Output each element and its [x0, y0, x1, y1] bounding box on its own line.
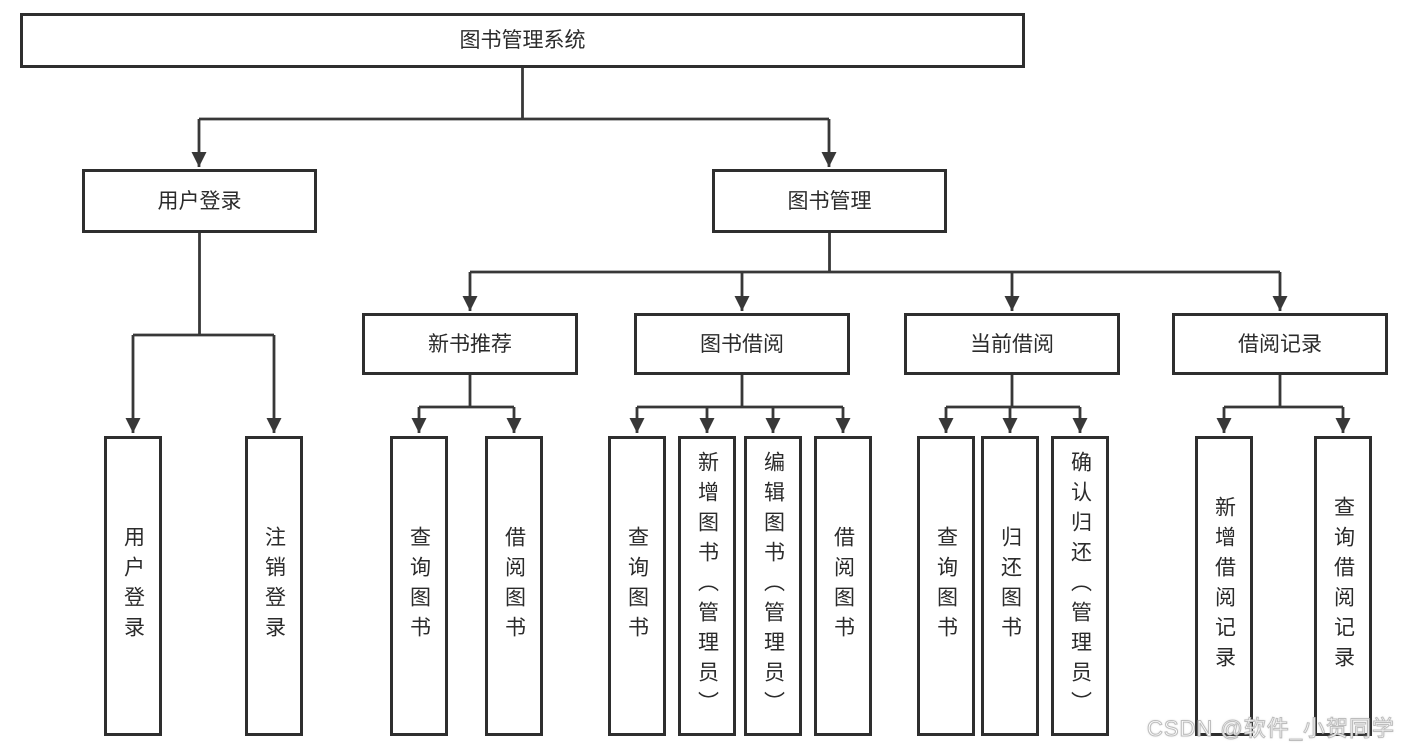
leaf-borrowing-borrow-books: 借阅图书	[814, 436, 872, 736]
node-book-management: 图书管理	[712, 169, 947, 233]
node-library-management-system: 图书管理系统	[20, 13, 1025, 68]
leaf-edit-book-admin: 编辑图书（管理员）	[744, 436, 802, 736]
csdn-watermark: CSDN @软件_小贺同学	[1146, 716, 1395, 742]
node-current-borrowing: 当前借阅	[904, 313, 1120, 375]
leaf-current-query-books: 查询图书	[917, 436, 975, 736]
leaf-logout: 注销登录	[245, 436, 303, 736]
leaf-query-borrow-record: 查询借阅记录	[1314, 436, 1372, 736]
leaf-user-login: 用户登录	[104, 436, 162, 736]
leaf-recommend-query-books: 查询图书	[390, 436, 448, 736]
leaf-recommend-borrow-books: 借阅图书	[485, 436, 543, 736]
leaf-confirm-return-admin: 确认归还（管理员）	[1051, 436, 1109, 736]
leaf-add-book-admin: 新增图书（管理员）	[678, 436, 736, 736]
node-new-book-recommend: 新书推荐	[362, 313, 578, 375]
node-user-login: 用户登录	[82, 169, 317, 233]
leaf-add-borrow-record: 新增借阅记录	[1195, 436, 1253, 736]
leaf-borrowing-query-books: 查询图书	[608, 436, 666, 736]
leaf-return-books: 归还图书	[981, 436, 1039, 736]
node-book-borrowing: 图书借阅	[634, 313, 850, 375]
node-borrowing-records: 借阅记录	[1172, 313, 1388, 375]
